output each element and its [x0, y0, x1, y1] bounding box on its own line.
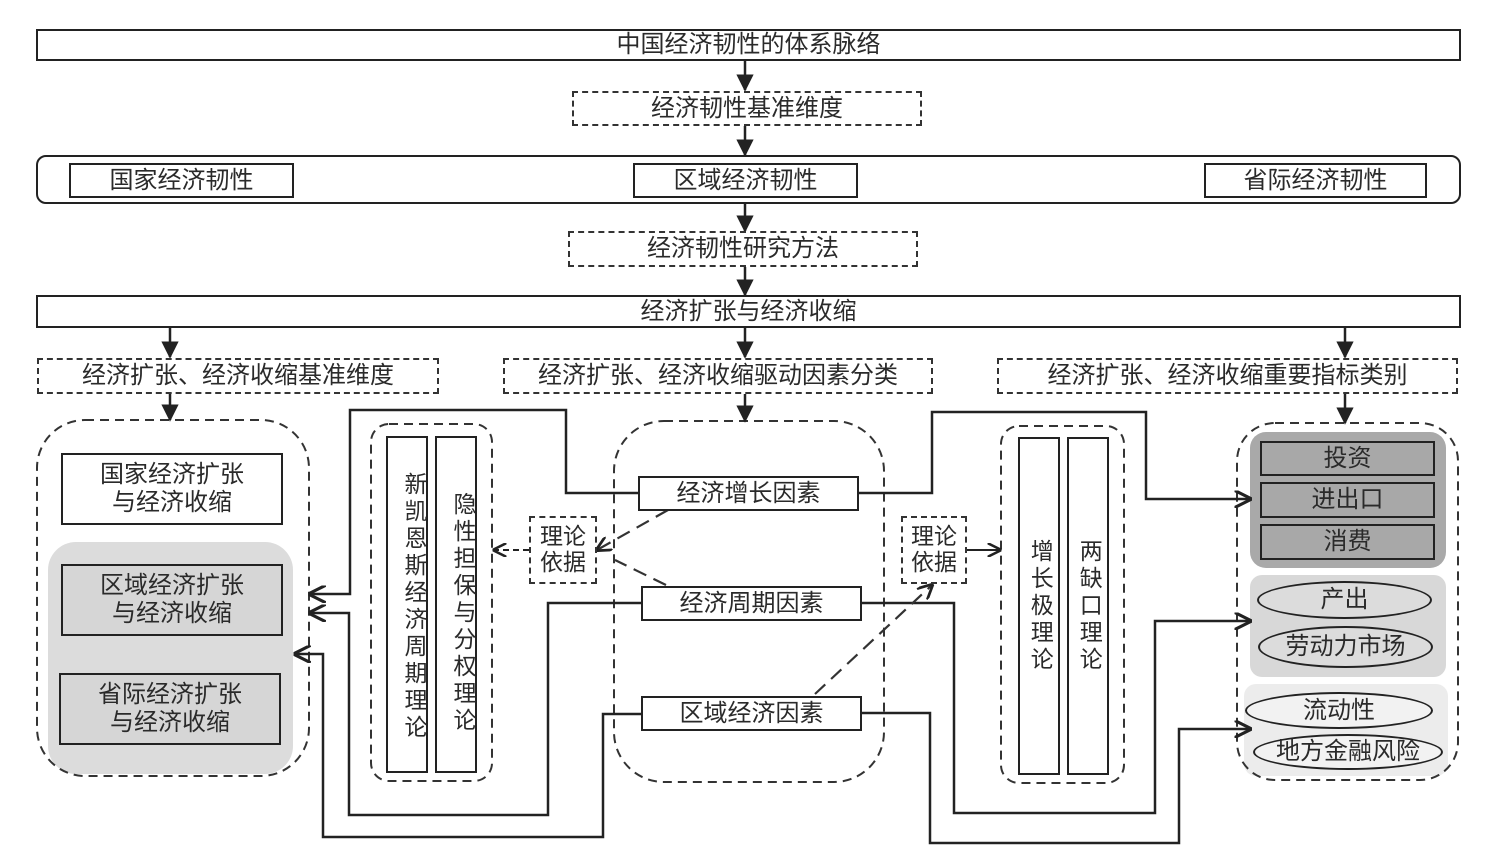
scope-provincial: 省际经济韧性 — [1204, 163, 1427, 198]
theory-growth-pole: 增长极理论 — [1018, 437, 1060, 775]
factor-economic-growth: 经济增长因素 — [638, 476, 859, 511]
dashed-arrow-growth-to-basis-left — [597, 509, 669, 550]
connector-cycle-to-left — [310, 601, 641, 817]
connector-growth-to-left — [310, 408, 638, 594]
scope-regional: 区域经济韧性 — [633, 163, 858, 198]
branch-baseline-dimension: 经济扩张、经济收缩基准维度 — [37, 358, 439, 394]
factor-regional-economy: 区域经济因素 — [641, 696, 862, 731]
theory-basis-left-line1: 理论 — [540, 523, 586, 550]
indicator-labor-market: 劳动力市场 — [1258, 626, 1433, 668]
theory-new-keynesian-cycle: 新凯恩斯经济周期理论 — [386, 436, 428, 773]
left-item-provincial: 省际经济扩张 与经济收缩 — [59, 673, 281, 745]
left-item-national: 国家经济扩张 与经济收缩 — [61, 453, 283, 525]
theory-two-gap: 两缺口理论 — [1067, 437, 1109, 775]
system-title: 中国经济韧性的体系脉络 — [36, 29, 1461, 61]
connector-cycle-to-indicators — [862, 601, 1250, 815]
theory-basis-right: 理论 依据 — [901, 516, 967, 584]
indicator-liquidity: 流动性 — [1245, 692, 1433, 729]
resilience-baseline-dimension: 经济韧性基准维度 — [572, 91, 922, 126]
indicator-output: 产出 — [1257, 581, 1432, 619]
connector-growth-to-indicators — [858, 410, 1250, 499]
theory-basis-left-line2: 依据 — [540, 550, 586, 576]
theory-basis-left: 理论 依据 — [529, 516, 597, 584]
branch-indicator-categories: 经济扩张、经济收缩重要指标类别 — [997, 358, 1458, 394]
left-item-national-line2: 与经济收缩 — [112, 488, 232, 516]
factor-panel-border — [613, 420, 885, 783]
left-item-provincial-line1: 省际经济扩张 — [98, 680, 242, 709]
connector-regional-to-left — [295, 654, 641, 839]
left-item-regional: 区域经济扩张 与经济收缩 — [61, 564, 283, 636]
indicator-investment: 投资 — [1260, 441, 1435, 476]
left-item-provincial-line2: 与经济收缩 — [110, 708, 230, 736]
indicator-consumption: 消费 — [1260, 524, 1435, 560]
indicator-local-financial-risk: 地方金融风险 — [1253, 734, 1443, 770]
left-item-regional-line1: 区域经济扩张 — [100, 571, 244, 600]
resilience-research-method: 经济韧性研究方法 — [568, 231, 918, 267]
indicator-import-export: 进出口 — [1260, 482, 1435, 518]
factor-economic-cycle: 经济周期因素 — [641, 586, 862, 621]
branch-driving-factors: 经济扩张、经济收缩驱动因素分类 — [503, 358, 933, 394]
theory-implicit-guarantee-decentralization: 隐性担保与分权理论 — [435, 436, 477, 773]
left-theory-panel-border — [370, 423, 493, 782]
left-item-regional-line2: 与经济收缩 — [112, 599, 232, 627]
left-item-national-line1: 国家经济扩张 — [100, 460, 244, 489]
theory-basis-right-line1: 理论 — [911, 523, 957, 550]
theory-basis-right-line2: 依据 — [911, 550, 957, 576]
scope-national: 国家经济韧性 — [69, 163, 294, 198]
right-theory-panel-border — [1000, 425, 1125, 784]
indicator-panel-border — [1236, 422, 1459, 781]
dashed-arrow-cycle-to-basis-left — [614, 559, 667, 586]
connector-regional-to-indicators — [862, 711, 1250, 845]
expansion-contraction-title: 经济扩张与经济收缩 — [36, 295, 1461, 328]
dashed-arrow-regional-to-basis-right — [814, 585, 932, 695]
